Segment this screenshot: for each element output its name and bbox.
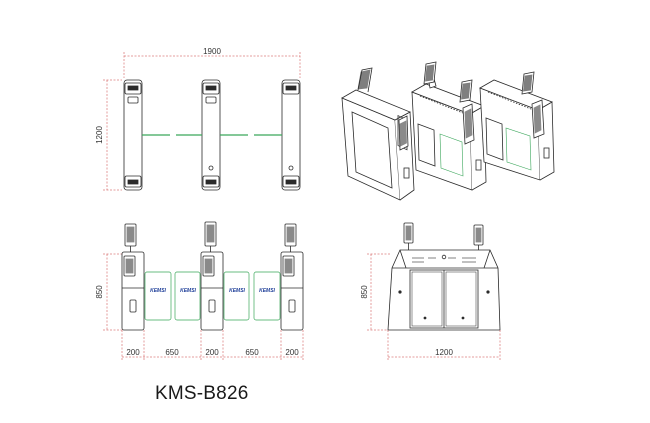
top-cabinet-right <box>281 79 301 191</box>
side-height-dimension: 850 <box>360 253 390 331</box>
panel-logo-4: KEMSI <box>259 288 275 294</box>
top-cabinet-left <box>123 79 143 191</box>
iso-unit-middle <box>411 61 487 191</box>
isometric-view <box>341 61 555 201</box>
top-depth-dimension: 1200 <box>95 79 122 191</box>
model-label: KMS-B826 <box>155 383 249 404</box>
top-cabinet-middle <box>201 79 221 191</box>
front-height-dimension: 850 <box>95 253 122 331</box>
top-depth-label: 1200 <box>95 126 104 144</box>
side-width-label: 1200 <box>435 348 453 357</box>
segment-label-4: 650 <box>245 348 259 357</box>
segment-label-5: 200 <box>285 348 299 357</box>
segment-label-2: 650 <box>165 348 179 357</box>
top-view: 1900 1200 <box>95 47 301 191</box>
front-pillar-middle <box>200 221 224 331</box>
top-width-label: 1900 <box>203 47 221 56</box>
front-pillar-left <box>121 223 145 331</box>
side-slots <box>412 257 476 263</box>
front-pillar-right <box>280 223 304 331</box>
panel-logo-3: KEMSI <box>229 288 245 294</box>
side-body <box>387 249 501 331</box>
segment-label-3: 200 <box>205 348 219 357</box>
front-height-label: 850 <box>95 285 104 299</box>
side-screens <box>403 222 484 250</box>
side-height-label: 850 <box>360 285 369 299</box>
side-width-dimension: 1200 <box>387 330 501 360</box>
front-view: 850 <box>95 221 304 360</box>
front-segment-dimension: 200 650 200 650 200 <box>121 330 304 360</box>
panel-logo-1: KEMSI <box>150 288 166 294</box>
iso-unit-left <box>341 67 415 201</box>
iso-unit-right <box>479 71 555 181</box>
front-glass-panels <box>144 271 281 321</box>
side-view: 850 1200 <box>360 222 501 360</box>
segment-label-1: 200 <box>126 348 140 357</box>
panel-logo-2: KEMSI <box>180 288 196 294</box>
top-width-dimension: 1900 <box>123 47 301 78</box>
